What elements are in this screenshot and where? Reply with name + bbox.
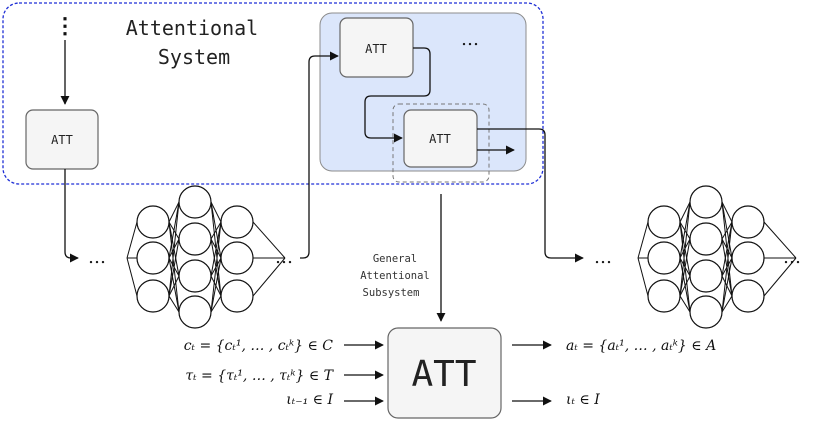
input-tau: τₜ = {τₜ¹, … , τₜᵏ} ∈ T xyxy=(185,368,334,384)
nn-edge xyxy=(679,295,691,313)
nn-node xyxy=(647,241,681,275)
nn-node xyxy=(731,241,765,275)
flow-ellipsis-3: … xyxy=(594,247,612,268)
nn-node xyxy=(647,205,681,239)
nn-edge xyxy=(210,221,222,277)
nn-node xyxy=(689,222,723,256)
system-title-line1: Attentional xyxy=(126,16,258,40)
nn-edge xyxy=(721,257,733,313)
vertical-ellipsis: ⋮ xyxy=(54,13,76,39)
nn-node xyxy=(689,185,723,219)
top-att-label: ATT xyxy=(365,42,387,56)
nn-edge xyxy=(721,221,733,277)
nn-edge xyxy=(721,295,733,313)
nn-edge xyxy=(721,201,733,223)
flow-ellipsis-1: … xyxy=(88,247,106,268)
nn-node xyxy=(220,241,254,275)
neural-network-right xyxy=(637,185,797,329)
attentional-system-border xyxy=(2,2,544,185)
nn-edge xyxy=(168,201,180,297)
top-ellipsis: … xyxy=(461,29,479,50)
main-att-label: ATT xyxy=(411,354,476,395)
nn-edge xyxy=(168,201,180,223)
nn-node xyxy=(689,259,723,293)
output-iota: ιₜ ∈ I xyxy=(566,392,600,408)
nn-edge xyxy=(763,257,797,297)
nn-node xyxy=(689,295,723,329)
nn-edge xyxy=(763,221,797,259)
nn-edge xyxy=(252,257,286,297)
input-iota: ιₜ₋₁ ∈ I xyxy=(286,392,333,408)
nn-edge xyxy=(210,257,222,313)
lower-att-to-right-flow xyxy=(477,128,584,263)
nn-node xyxy=(731,279,765,313)
subsystem-label-line2: Attentional xyxy=(360,270,430,282)
nn-node xyxy=(220,279,254,313)
left-att-box xyxy=(25,109,99,170)
nn-edge xyxy=(210,221,222,240)
nn-edge xyxy=(126,221,138,259)
nn-node xyxy=(136,241,170,275)
nn-edge xyxy=(126,257,138,297)
general-subsystem-frame xyxy=(392,103,490,183)
main-att-box xyxy=(387,327,502,419)
subsystem-label-line3: Subsystem xyxy=(363,287,420,299)
nn-node xyxy=(647,279,681,313)
nn-node xyxy=(731,205,765,239)
nn-edge xyxy=(721,221,733,240)
input-c: cₜ = {cₜ¹, … , cₜᵏ} ∈ C xyxy=(184,338,334,354)
left-att-to-flow xyxy=(64,169,79,263)
network-to-top-att xyxy=(300,51,339,259)
nn-edge xyxy=(210,221,222,313)
nn-edge xyxy=(679,201,691,259)
system-title-line2: System xyxy=(158,45,230,69)
flow-ellipsis-2: … xyxy=(275,247,293,268)
nn-edge xyxy=(637,221,649,259)
subsystem-label-line1: General xyxy=(373,253,417,265)
nn-node xyxy=(178,295,212,329)
lower-att-label: ATT xyxy=(429,132,451,146)
nn-node xyxy=(178,222,212,256)
left-att-label: ATT xyxy=(51,133,73,147)
nn-edge xyxy=(210,201,222,223)
nn-edge xyxy=(721,221,733,313)
top-to-lower-att-connector xyxy=(364,47,431,143)
nn-edge xyxy=(168,295,180,313)
nn-node xyxy=(178,185,212,219)
neural-network-left xyxy=(126,185,286,329)
lower-att-box xyxy=(403,109,478,168)
nn-node xyxy=(220,205,254,239)
nn-edge xyxy=(210,295,222,313)
nn-edge xyxy=(168,238,180,297)
nn-edge xyxy=(168,201,180,259)
nn-edge xyxy=(679,201,691,297)
nn-node xyxy=(136,279,170,313)
output-a: aₜ = {aₜ¹, … , aₜᵏ} ∈ A xyxy=(566,338,716,354)
nn-edge xyxy=(679,275,691,297)
nn-node xyxy=(178,259,212,293)
nn-edge xyxy=(679,238,691,297)
nn-edge xyxy=(679,201,691,223)
nn-edge xyxy=(168,275,180,297)
nn-edge xyxy=(637,257,649,297)
flow-ellipsis-4: … xyxy=(783,247,801,268)
nn-edge xyxy=(252,221,286,259)
nn-node xyxy=(136,205,170,239)
